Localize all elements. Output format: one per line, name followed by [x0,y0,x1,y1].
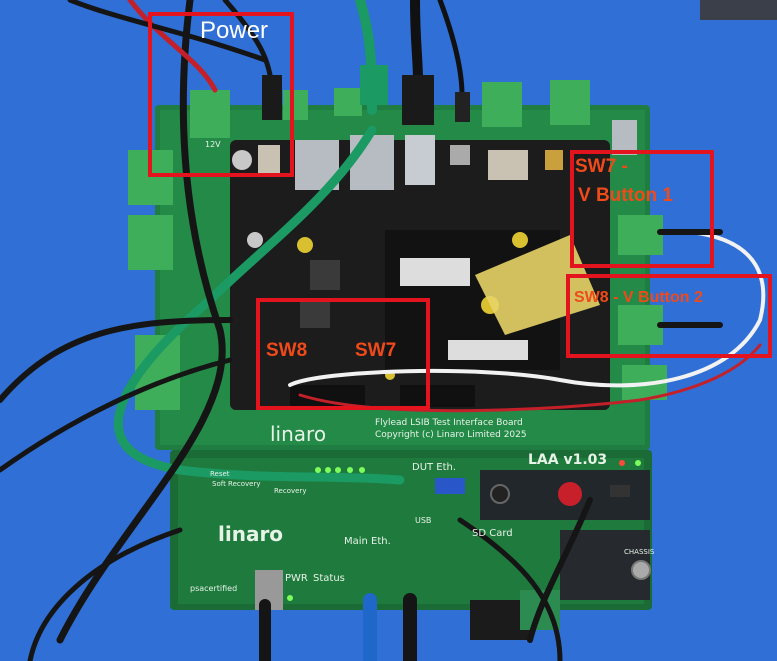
linaro-top-logo: linaro [270,422,327,446]
power-label: Power [200,17,269,44]
laa-board [170,450,652,640]
black-usb-plug [402,75,434,125]
sw8-v-button-2-label: SW8 - V Button 2 [574,289,703,306]
reset-label: Reset [210,470,230,478]
board-title: Flylead LSIB Test Interface Board [375,418,523,428]
sw7-v-button-1-highlight-box [570,150,714,268]
hdmi-port [488,150,528,180]
sd-card-label: SD Card [472,528,513,539]
sw8-v-button-2-highlight-box [566,274,772,358]
chassis-label: CHASSIS [624,548,655,556]
sbc-board [230,135,610,410]
power-highlight-box [148,12,294,177]
green-ethernet-plug [360,65,388,105]
sw7-top-label: SW7 - [575,156,628,177]
laa-red-button [558,482,582,506]
status-leds [287,460,641,601]
main-eth-label: Main Eth. [344,536,391,547]
sw8-label: SW8 [266,340,308,361]
psacertified-label: psacertified [190,584,238,593]
terminal-blocks [128,80,667,410]
sw7-label: SW7 [355,340,397,361]
linaro-bottom-logo: linaro [218,522,284,546]
eth-port-2 [350,135,394,190]
v-button-1-label: V Button 1 [578,185,673,206]
som-label [400,258,470,286]
laa-version: LAA v1.03 [528,452,608,468]
inductor [310,260,340,290]
v12-label: 12V [205,140,221,149]
board-copyright: Copyright (c) Linaro Limited 2025 [375,430,527,440]
recovery-label: Recovery [274,487,307,495]
soft-recovery-label: Soft Recovery [212,480,261,488]
usb-label: USB [415,516,432,525]
sw8-sw7-highlight-box [256,298,430,410]
pin-header-2 [400,385,475,407]
pin-header-1 [290,385,365,407]
usb-port-top [405,135,435,185]
pwr-label: PWR [285,573,308,584]
status-label: Status [313,573,345,584]
dut-eth-label: DUT Eth. [412,462,457,473]
laa-usb-port [435,478,465,494]
background-object [700,0,777,20]
